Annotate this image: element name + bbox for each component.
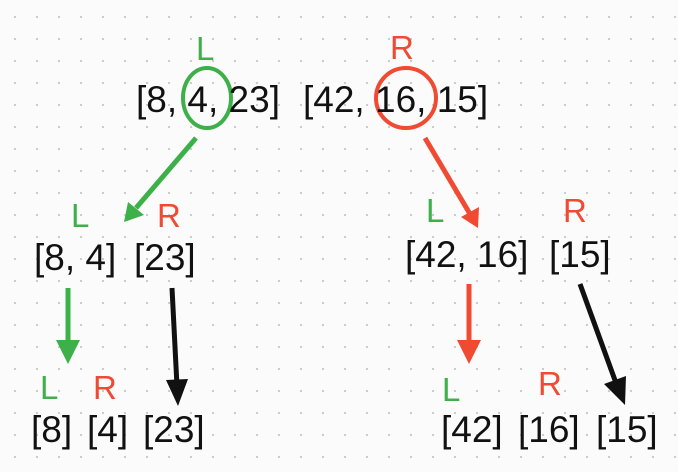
label-left-root: L — [196, 30, 215, 67]
array-42: [42] — [441, 409, 503, 450]
highlight-ring-right — [374, 66, 438, 130]
array-16: [16] — [518, 409, 580, 450]
arrow-right-subtree-down — [457, 284, 481, 364]
arrow-root-right-to-right-subtree — [422, 136, 479, 228]
array-23: [23] — [134, 237, 196, 278]
array-15-bottom: [15] — [596, 409, 658, 450]
label-right-root: R — [390, 29, 414, 66]
arrow-root-left-to-left-subtree — [124, 136, 198, 222]
label-left-l1a: L — [71, 197, 90, 234]
arrow-left-subtree-down — [56, 288, 80, 364]
arrow-15-down — [577, 283, 626, 405]
arrow-23-down — [166, 287, 188, 406]
array-8-4-23: [8, 4, 23] — [136, 79, 280, 120]
array-4: [4] — [87, 409, 129, 450]
label-right-l1a: R — [157, 197, 181, 234]
label-left-l1b: L — [426, 192, 445, 229]
label-left-l2a: L — [40, 369, 59, 406]
highlight-ring-left — [181, 66, 233, 130]
array-42-16-15: [42, 16, 15] — [303, 79, 489, 120]
label-right-l2a: R — [93, 369, 117, 406]
array-15: [15] — [549, 234, 611, 275]
array-8-4: [8, 4] — [34, 237, 117, 278]
array-23-bottom: [23] — [143, 409, 205, 450]
array-8: [8] — [31, 409, 73, 450]
label-left-l2b: L — [442, 371, 461, 408]
array-42-16: [42, 16] — [405, 234, 529, 275]
label-right-l2b: R — [538, 365, 562, 402]
label-right-l1b: R — [563, 192, 587, 229]
